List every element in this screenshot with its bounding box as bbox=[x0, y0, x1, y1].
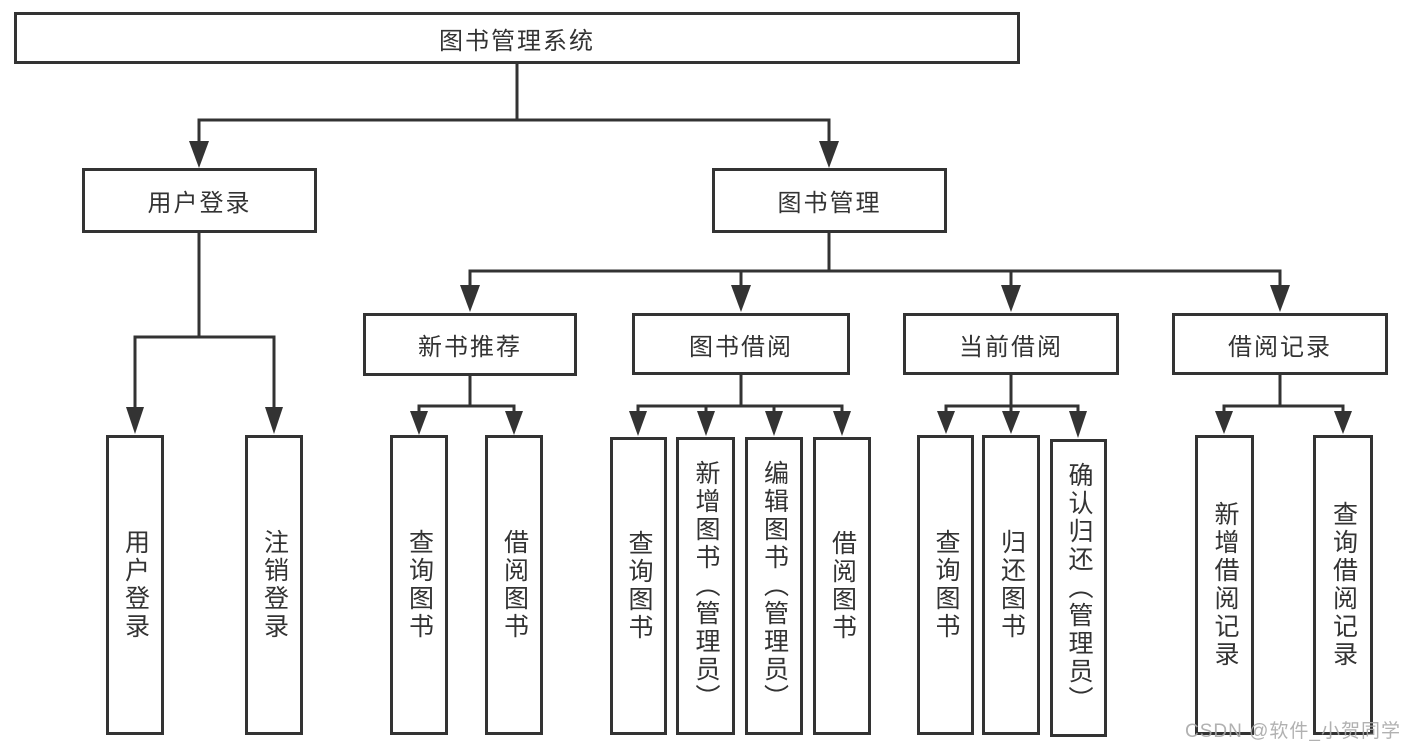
leaf-label: 归还图书 bbox=[997, 529, 1026, 641]
node-new-book-recommend: 新书推荐 bbox=[363, 313, 577, 376]
leaf-confirm-return-admin: 确认归还（管理员） bbox=[1050, 439, 1107, 737]
leaf-label: 查询图书 bbox=[625, 530, 653, 642]
leaf-borrow-books: 借阅图书 bbox=[813, 437, 871, 735]
leaf-label: 注销登录 bbox=[260, 529, 289, 641]
leaf-add-borrow-record: 新增借阅记录 bbox=[1195, 435, 1254, 735]
node-book-borrow: 图书借阅 bbox=[632, 313, 850, 375]
node-current-borrow: 当前借阅 bbox=[903, 313, 1119, 375]
csdn-watermark: CSDN @软件_小贺同学 bbox=[1185, 721, 1401, 742]
node-borrow-records: 借阅记录 bbox=[1172, 313, 1388, 375]
leaf-label: 查询借阅记录 bbox=[1329, 501, 1358, 669]
leaf-user-login: 用户登录 bbox=[106, 435, 164, 735]
node-user-login: 用户登录 bbox=[82, 168, 317, 233]
leaf-query-books-borrow: 查询图书 bbox=[610, 437, 667, 735]
leaf-query-books-recommend: 查询图书 bbox=[390, 435, 448, 735]
leaf-query-books-current: 查询图书 bbox=[917, 435, 974, 735]
leaf-label: 查询图书 bbox=[405, 529, 434, 641]
leaf-query-borrow-record: 查询借阅记录 bbox=[1313, 435, 1373, 735]
leaf-label: 确认归还（管理员） bbox=[1065, 462, 1093, 714]
leaf-return-book: 归还图书 bbox=[982, 435, 1040, 735]
leaf-add-book-admin: 新增图书（管理员） bbox=[676, 437, 735, 735]
leaf-edit-book-admin: 编辑图书（管理员） bbox=[745, 437, 803, 735]
leaf-borrow-books-recommend: 借阅图书 bbox=[485, 435, 543, 735]
node-root-system: 图书管理系统 bbox=[14, 12, 1020, 64]
leaf-label: 借阅图书 bbox=[828, 530, 857, 642]
leaf-label: 新增借阅记录 bbox=[1211, 501, 1239, 669]
leaf-label: 用户登录 bbox=[121, 529, 150, 641]
leaf-label: 新增图书（管理员） bbox=[692, 460, 720, 712]
leaf-label: 查询图书 bbox=[932, 529, 960, 641]
leaf-label: 编辑图书（管理员） bbox=[760, 460, 789, 712]
node-book-management: 图书管理 bbox=[712, 168, 947, 233]
leaf-label: 借阅图书 bbox=[500, 529, 529, 641]
leaf-logout: 注销登录 bbox=[245, 435, 303, 735]
